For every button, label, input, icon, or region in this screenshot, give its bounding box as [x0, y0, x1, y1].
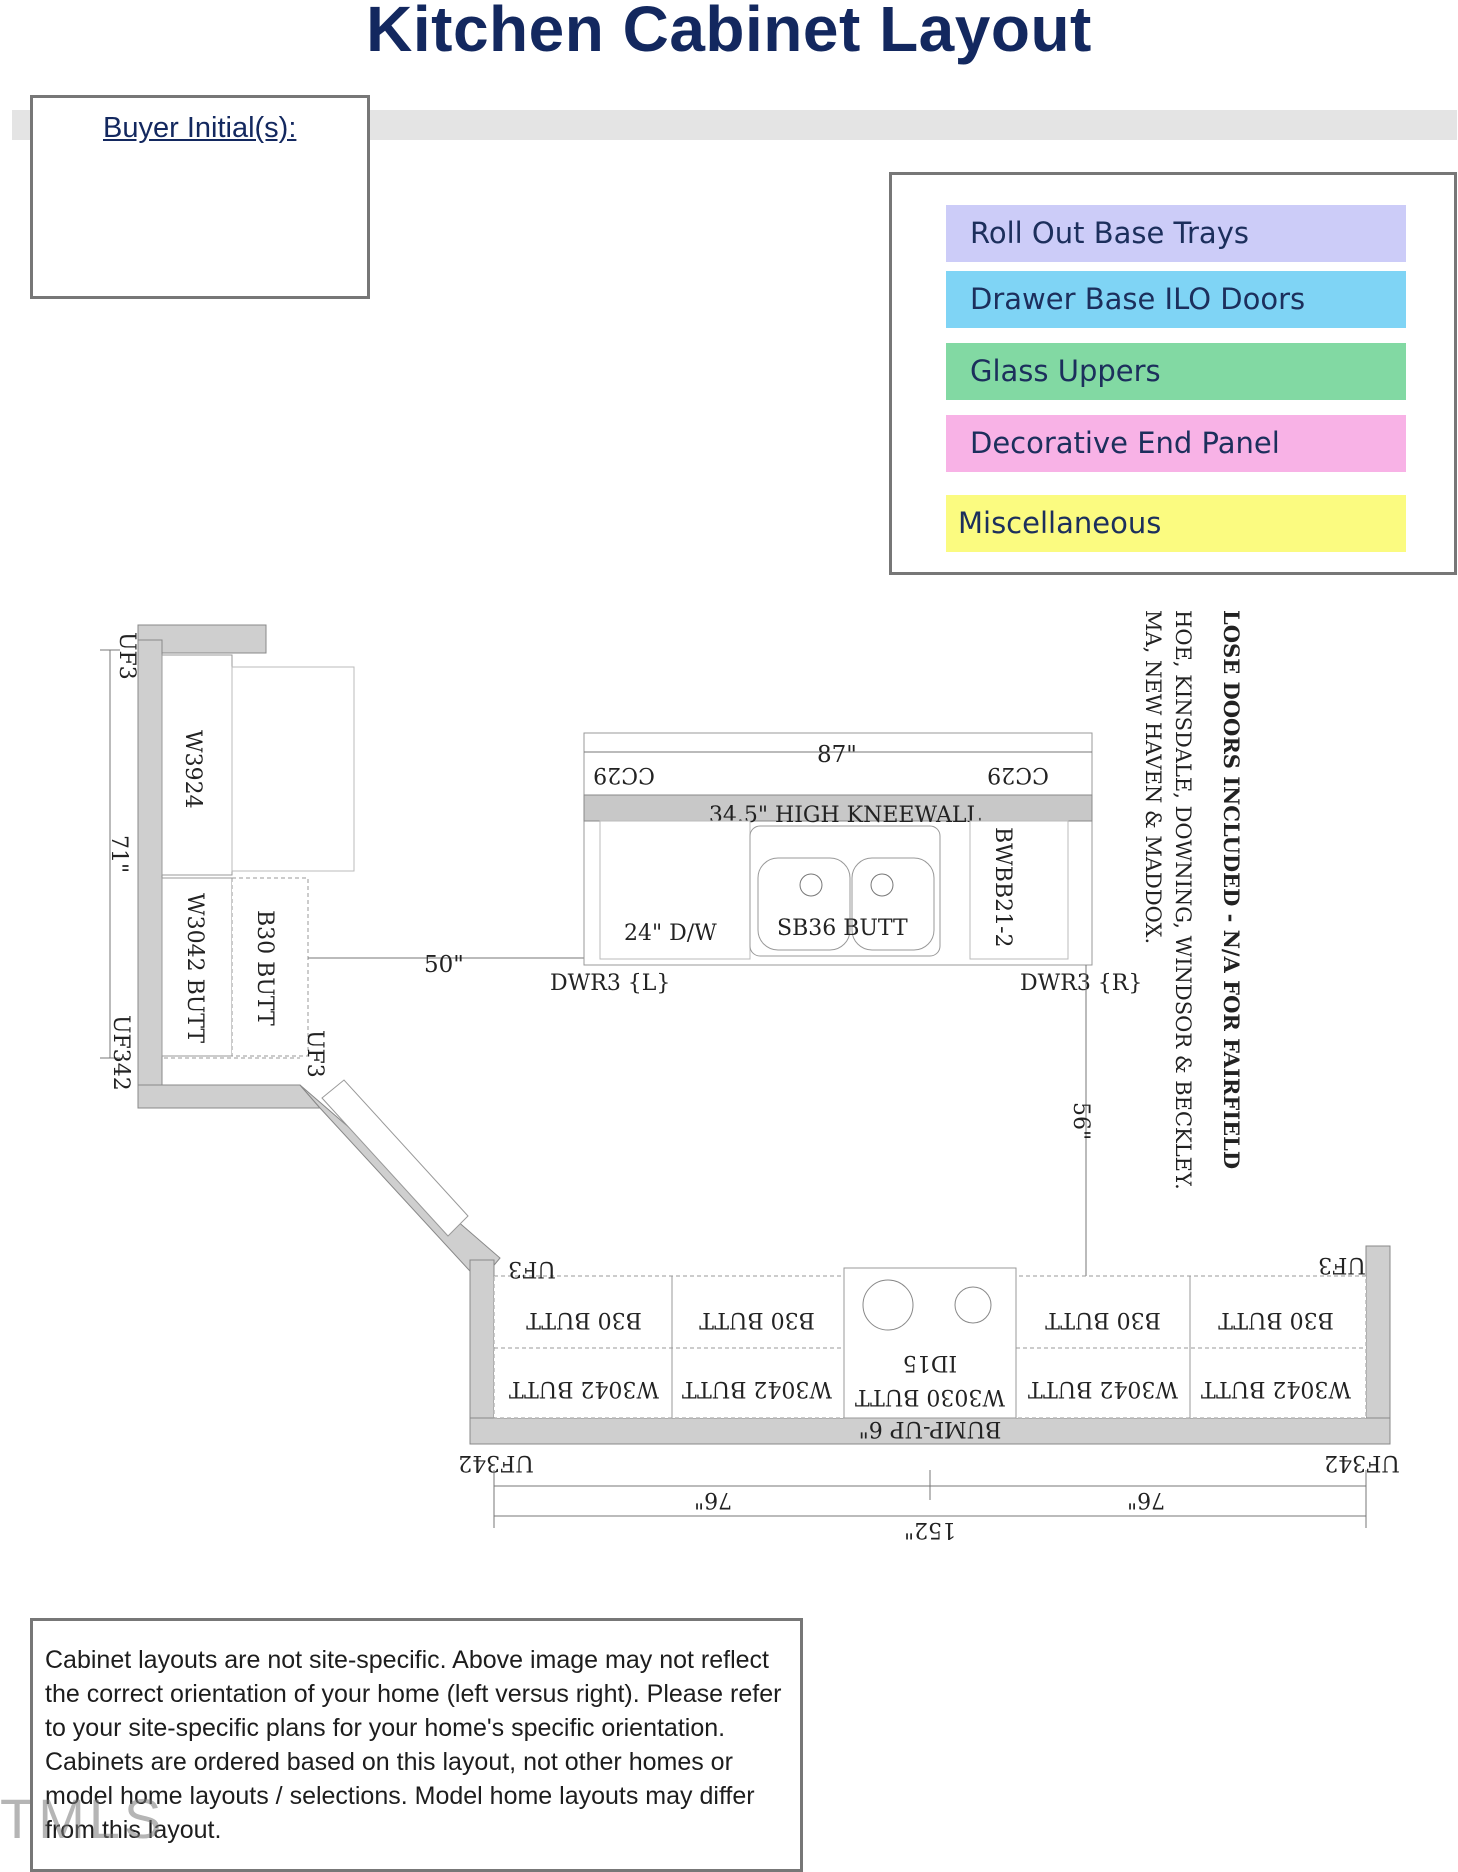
kneewall: [583, 794, 1093, 822]
label-b30-butt-1: B30 BUTT: [526, 1307, 642, 1332]
label-bwbb21-2: BWBB21-2: [990, 827, 1015, 948]
label-dim-50: 50": [424, 952, 464, 978]
legend-miscellaneous: Miscellaneous: [946, 495, 1406, 552]
label-sink: SB36 BUTT: [777, 916, 908, 941]
label-dim-71: 71": [106, 835, 131, 873]
label-dwr3-right: DWR3 {R}: [1020, 971, 1142, 996]
cabinet-w3924-door-swing: [231, 666, 355, 872]
buyer-initials-box[interactable]: Buyer Initial(s):: [30, 95, 370, 299]
sink-drain-right: [870, 873, 894, 897]
bottom-wall: [469, 1417, 1391, 1445]
label-dwr3-left: DWR3 {L}: [550, 971, 670, 996]
legend-roll-out-base-trays: Roll Out Base Trays: [946, 205, 1406, 262]
bottom-wall-left-return: [469, 1259, 495, 1439]
sink-bowl-left: [757, 857, 851, 951]
label-b30-butt-3: B30 BUTT: [1045, 1307, 1161, 1332]
side-note-line-3: MA, NEW HAVEN & MADDOX.: [1141, 610, 1165, 944]
label-uf3-bottom-left: UF3: [508, 1256, 556, 1281]
disclaimer-box: Cabinet layouts are not site-specific. A…: [30, 1618, 803, 1872]
label-b30-butt-4: B30 BUTT: [1218, 1307, 1334, 1332]
legend-glass-uppers: Glass Uppers: [946, 343, 1406, 400]
sink-drain-left: [799, 873, 823, 897]
label-b30-butt-left: B30 BUTT: [252, 910, 277, 1026]
side-note-line-2: HOE, KINSDALE, DOWNING, WINDSOR & BECKLE…: [1171, 610, 1195, 1190]
label-cc29-left: CC29: [593, 762, 655, 787]
label-w3042-butt-1: W3042 BUTT: [509, 1376, 659, 1401]
label-id15: ID15: [903, 1350, 957, 1375]
label-w3042-butt-2: W3042 BUTT: [682, 1376, 832, 1401]
label-w3042-butt-3: W3042 BUTT: [1028, 1376, 1178, 1401]
side-note-line-1: LOSE DOORS INCLUDED - N/A FOR FAIRFIELD: [1219, 610, 1244, 1169]
label-cc29-right: CC29: [987, 762, 1049, 787]
label-dim-56: 56": [1068, 1102, 1093, 1140]
label-uf3-bottom-right: UF3: [1318, 1252, 1366, 1277]
label-w3030-butt: W3030 BUTT: [855, 1384, 1005, 1409]
label-b30-butt-2: B30 BUTT: [699, 1307, 815, 1332]
left-wall-side: [137, 639, 163, 1106]
label-w3924: W3924: [180, 730, 205, 809]
left-wall-bottom: [137, 1084, 322, 1109]
label-dim-87: 87": [817, 742, 857, 768]
range-burner-left: [862, 1279, 914, 1331]
label-uf342-left: UF342: [108, 1015, 133, 1091]
mls-watermark: TMLS: [0, 1787, 166, 1850]
cabinet-w3042-butt-left: [161, 877, 233, 1057]
label-uf3-corner: UF3: [302, 1030, 327, 1078]
cabinet-b30-butt-left: [231, 877, 309, 1057]
label-dishwasher: 24" D/W: [624, 921, 717, 946]
page-title: Kitchen Cabinet Layout: [366, 0, 1092, 65]
label-dim-76-right: 76": [1127, 1487, 1165, 1512]
cabinet-w3924: [161, 654, 233, 876]
cabinet-bwbb21-2: [969, 820, 1069, 960]
color-legend: Roll Out Base Trays Drawer Base ILO Door…: [889, 172, 1457, 575]
label-uf3-left-top: UF3: [114, 632, 139, 680]
label-dim-152: 152": [904, 1517, 956, 1542]
floor-plan: UF3 W3924 71" W3042 BUTT B30 BUTT UF342 …: [100, 610, 1400, 1542]
label-bump-up: BUMP-UP 6": [859, 1416, 1002, 1441]
label-dim-76-left: 76": [694, 1487, 732, 1512]
legend-drawer-base-ilo-doors: Drawer Base ILO Doors: [946, 271, 1406, 328]
label-uf342-bottom-left: UF342: [458, 1450, 534, 1475]
label-w3042-butt-left: W3042 BUTT: [182, 893, 207, 1043]
label-kneewall: 34.5" HIGH KNEEWALL: [709, 803, 982, 828]
diagonal-filler: [321, 1079, 469, 1237]
disclaimer-text: Cabinet layouts are not site-specific. A…: [45, 1646, 782, 1844]
legend-decorative-end-panel: Decorative End Panel: [946, 415, 1406, 472]
label-uf342-bottom-right: UF342: [1324, 1450, 1400, 1475]
range-burner-right: [954, 1286, 992, 1324]
label-w3042-butt-4: W3042 BUTT: [1201, 1376, 1351, 1401]
buyer-initials-label: Buyer Initial(s):: [103, 112, 297, 144]
cabinet-dishwasher: [599, 820, 751, 960]
bottom-wall-right-return: [1365, 1245, 1391, 1439]
